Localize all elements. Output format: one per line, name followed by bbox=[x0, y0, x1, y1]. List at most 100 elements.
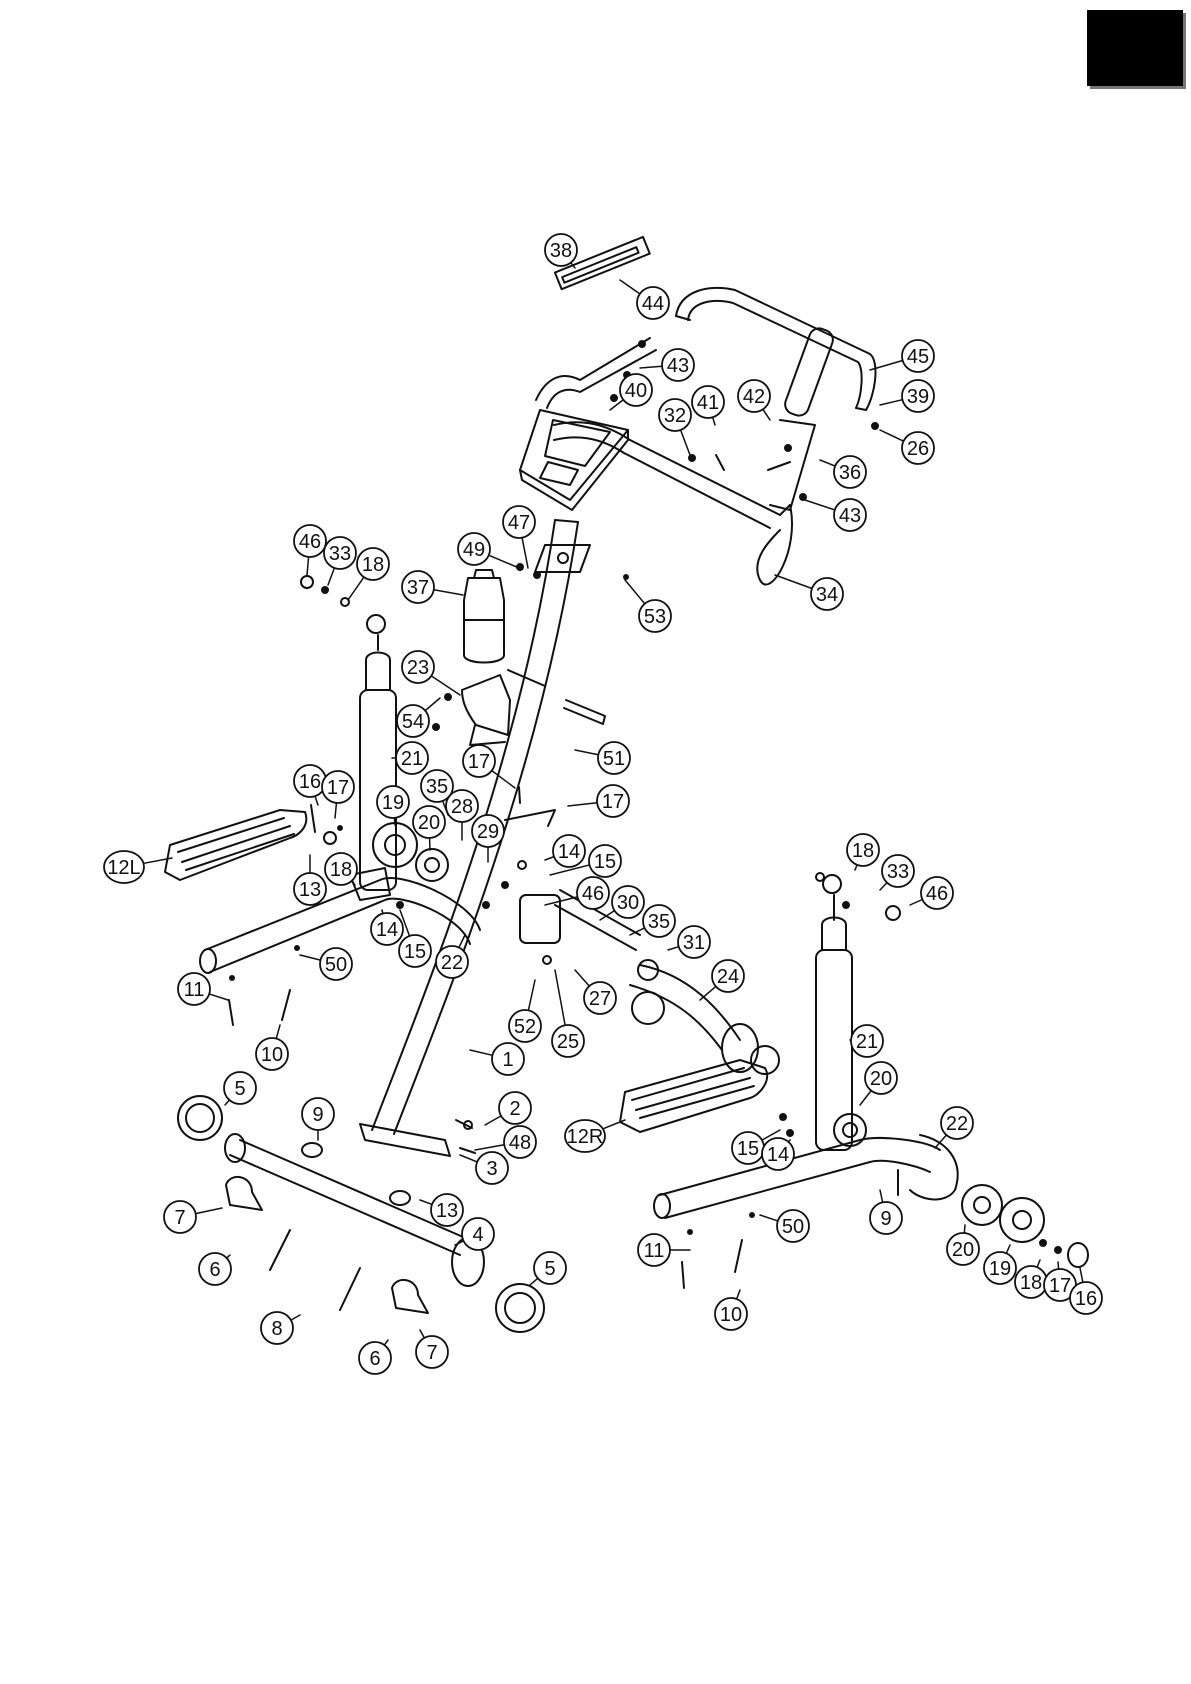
part-callout-20: 20 bbox=[860, 1062, 897, 1105]
leader-line bbox=[335, 803, 336, 818]
part-callout-45: 45 bbox=[870, 340, 934, 372]
leader-line bbox=[434, 590, 463, 595]
leader-line bbox=[489, 555, 519, 568]
part-callout-19: 19 bbox=[377, 786, 409, 825]
part-number-label: 33 bbox=[887, 861, 909, 883]
part-number-label: 9 bbox=[312, 1104, 323, 1126]
part-number-label: 33 bbox=[329, 543, 351, 565]
part-number-label: 30 bbox=[617, 892, 639, 914]
part-callout-49: 49 bbox=[458, 533, 519, 568]
leader-line bbox=[420, 1330, 424, 1338]
part-number-label: 7 bbox=[174, 1207, 185, 1229]
part-number-label: 46 bbox=[299, 531, 321, 553]
leader-line bbox=[460, 1155, 477, 1162]
part-number-label: 14 bbox=[558, 841, 580, 863]
leader-line bbox=[763, 409, 770, 420]
part-callout-47: 47 bbox=[503, 506, 535, 568]
leader-line bbox=[394, 818, 395, 825]
part-callout-21: 21 bbox=[850, 1025, 883, 1057]
part-callout-46: 46 bbox=[294, 525, 326, 575]
leader-line bbox=[328, 568, 334, 585]
part-number-label: 5 bbox=[234, 1078, 245, 1100]
console-computer bbox=[520, 410, 628, 510]
part-number-label: 23 bbox=[407, 657, 429, 679]
part-number-label: 37 bbox=[407, 577, 429, 599]
part-number-label: 35 bbox=[648, 911, 670, 933]
leader-line bbox=[737, 1290, 740, 1299]
part-callout-52: 52 bbox=[509, 980, 541, 1042]
part-number-label: 17 bbox=[468, 751, 490, 773]
part-number-label: 41 bbox=[697, 392, 719, 414]
leader-line bbox=[545, 857, 554, 860]
part-callout-34: 34 bbox=[775, 575, 843, 610]
part-callout-17: 17 bbox=[322, 771, 354, 818]
part-number-label: 35 bbox=[426, 776, 448, 798]
leader-line bbox=[575, 750, 598, 755]
leader-line bbox=[604, 1120, 625, 1129]
part-number-label: 10 bbox=[261, 1044, 283, 1066]
leader-line bbox=[348, 577, 364, 600]
part-number-label: 39 bbox=[907, 386, 929, 408]
leader-line bbox=[470, 1050, 492, 1055]
leader-line bbox=[880, 883, 887, 890]
part-callout-9: 9 bbox=[302, 1098, 334, 1140]
leader-line bbox=[620, 280, 640, 294]
part-callout-46: 46 bbox=[910, 877, 953, 909]
part-number-label: 32 bbox=[664, 405, 686, 427]
base-stabilizer bbox=[178, 1096, 544, 1332]
part-number-label: 29 bbox=[477, 821, 499, 843]
leader-line bbox=[568, 803, 597, 806]
part-number-label: 25 bbox=[557, 1031, 579, 1053]
part-callout-12l: 12L bbox=[104, 851, 172, 883]
water-bottle-and-holder bbox=[462, 570, 510, 745]
leader-line bbox=[307, 557, 309, 575]
part-number-label: 27 bbox=[589, 988, 611, 1010]
part-callout-19: 19 bbox=[984, 1245, 1016, 1284]
part-number-label: 17 bbox=[602, 791, 624, 813]
part-callout-15: 15 bbox=[399, 910, 431, 967]
leader-line bbox=[431, 676, 460, 695]
leader-line bbox=[209, 994, 228, 1000]
part-callouts: 3844454340414232392636433446331847493753… bbox=[104, 234, 1102, 1374]
part-number-label: 15 bbox=[594, 851, 616, 873]
part-number-label: 43 bbox=[667, 355, 689, 377]
right-pedal-assembly bbox=[620, 1060, 1088, 1267]
part-callout-37: 37 bbox=[402, 571, 463, 603]
part-callout-22: 22 bbox=[935, 1107, 973, 1148]
part-callout-17: 17 bbox=[463, 745, 515, 788]
part-number-label: 20 bbox=[870, 1068, 892, 1090]
part-number-label: 53 bbox=[644, 606, 666, 628]
part-number-label: 10 bbox=[720, 1304, 742, 1326]
part-callout-39: 39 bbox=[880, 380, 934, 412]
part-callout-4: 4 bbox=[455, 1218, 494, 1250]
part-number-label: 24 bbox=[717, 966, 739, 988]
part-callout-18: 18 bbox=[1015, 1260, 1047, 1298]
right-shock-absorber bbox=[816, 875, 852, 1150]
part-callout-7: 7 bbox=[164, 1201, 222, 1233]
part-number-label: 11 bbox=[644, 1240, 665, 1262]
part-callout-40: 40 bbox=[610, 374, 652, 410]
leader-line bbox=[1058, 1262, 1059, 1269]
part-number-label: 22 bbox=[946, 1113, 968, 1135]
part-number-label: 46 bbox=[926, 883, 948, 905]
part-callout-6: 6 bbox=[199, 1253, 231, 1285]
leader-line bbox=[880, 1190, 883, 1202]
part-number-label: 12L bbox=[107, 857, 140, 879]
leader-line bbox=[528, 980, 535, 1010]
leader-line bbox=[805, 500, 835, 510]
part-callout-33: 33 bbox=[324, 537, 356, 585]
part-callout-7: 7 bbox=[416, 1330, 448, 1368]
part-callout-44: 44 bbox=[620, 280, 669, 319]
part-number-label: 43 bbox=[839, 505, 861, 527]
part-number-label: 12R bbox=[567, 1126, 604, 1148]
part-number-label: 7 bbox=[426, 1342, 437, 1364]
part-callout-14: 14 bbox=[762, 1138, 794, 1170]
part-number-label: 18 bbox=[330, 859, 352, 881]
part-callout-27: 27 bbox=[575, 970, 616, 1014]
part-number-label: 18 bbox=[362, 554, 384, 576]
left-shock-absorber bbox=[360, 615, 396, 890]
part-callout-50: 50 bbox=[760, 1210, 809, 1242]
part-callout-17: 17 bbox=[568, 785, 629, 817]
part-callout-43: 43 bbox=[805, 499, 866, 531]
part-number-label: 52 bbox=[514, 1016, 536, 1038]
